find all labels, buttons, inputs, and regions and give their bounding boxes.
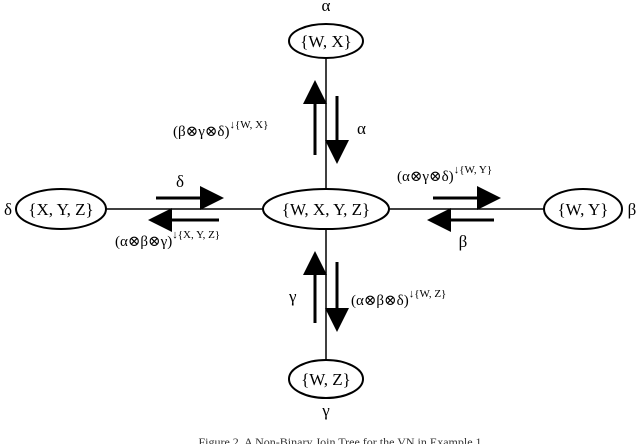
message-left-right: δ xyxy=(176,172,184,191)
node-left: {X, Y, Z} xyxy=(15,188,107,230)
message-right-right-base: (α⊗γ⊗δ) xyxy=(397,169,454,185)
potential-left: δ xyxy=(4,200,12,219)
message-left-left: (α⊗β⊗γ)↓{X, Y, Z} xyxy=(115,229,220,250)
node-center: {W, X, Y, Z} xyxy=(262,188,390,230)
figure-caption: Figure 2. A Non-Binary Join Tree for the… xyxy=(198,435,481,444)
message-top-down: α xyxy=(357,119,366,138)
message-right-right-sup: ↓{W, Y} xyxy=(454,164,492,176)
node-top: {W, X} xyxy=(288,23,364,59)
message-bottom-down: (α⊗β⊗δ)↓{W, Z} xyxy=(351,288,446,309)
node-bottom-label: {W, Z} xyxy=(301,370,351,389)
message-bottom-down-sup: ↓{W, Z} xyxy=(409,288,447,300)
potential-right: β xyxy=(628,200,637,219)
node-bottom: {W, Z} xyxy=(288,359,364,399)
node-right-label: {W, Y} xyxy=(558,200,609,219)
message-top-up-sup: ↓{W, X} xyxy=(229,119,268,131)
node-center-label: {W, X, Y, Z} xyxy=(282,200,370,219)
message-right-right: (α⊗γ⊗δ)↓{W, Y} xyxy=(397,164,492,185)
message-left-left-sup: ↓{X, Y, Z} xyxy=(172,229,220,241)
node-top-label: {W, X} xyxy=(300,32,352,51)
message-bottom-up: γ xyxy=(288,287,297,306)
message-bottom-down-base: (α⊗β⊗δ) xyxy=(351,293,409,309)
potential-bottom: γ xyxy=(321,401,330,420)
message-right-left: β xyxy=(459,232,468,251)
message-left-left-base: (α⊗β⊗γ) xyxy=(115,234,172,250)
message-top-up-base: (β⊗γ⊗δ) xyxy=(173,124,229,140)
potential-top: α xyxy=(322,0,331,15)
node-right: {W, Y} xyxy=(543,188,623,230)
node-left-label: {X, Y, Z} xyxy=(28,200,93,219)
message-top-up: (β⊗γ⊗δ)↓{W, X} xyxy=(173,119,268,140)
